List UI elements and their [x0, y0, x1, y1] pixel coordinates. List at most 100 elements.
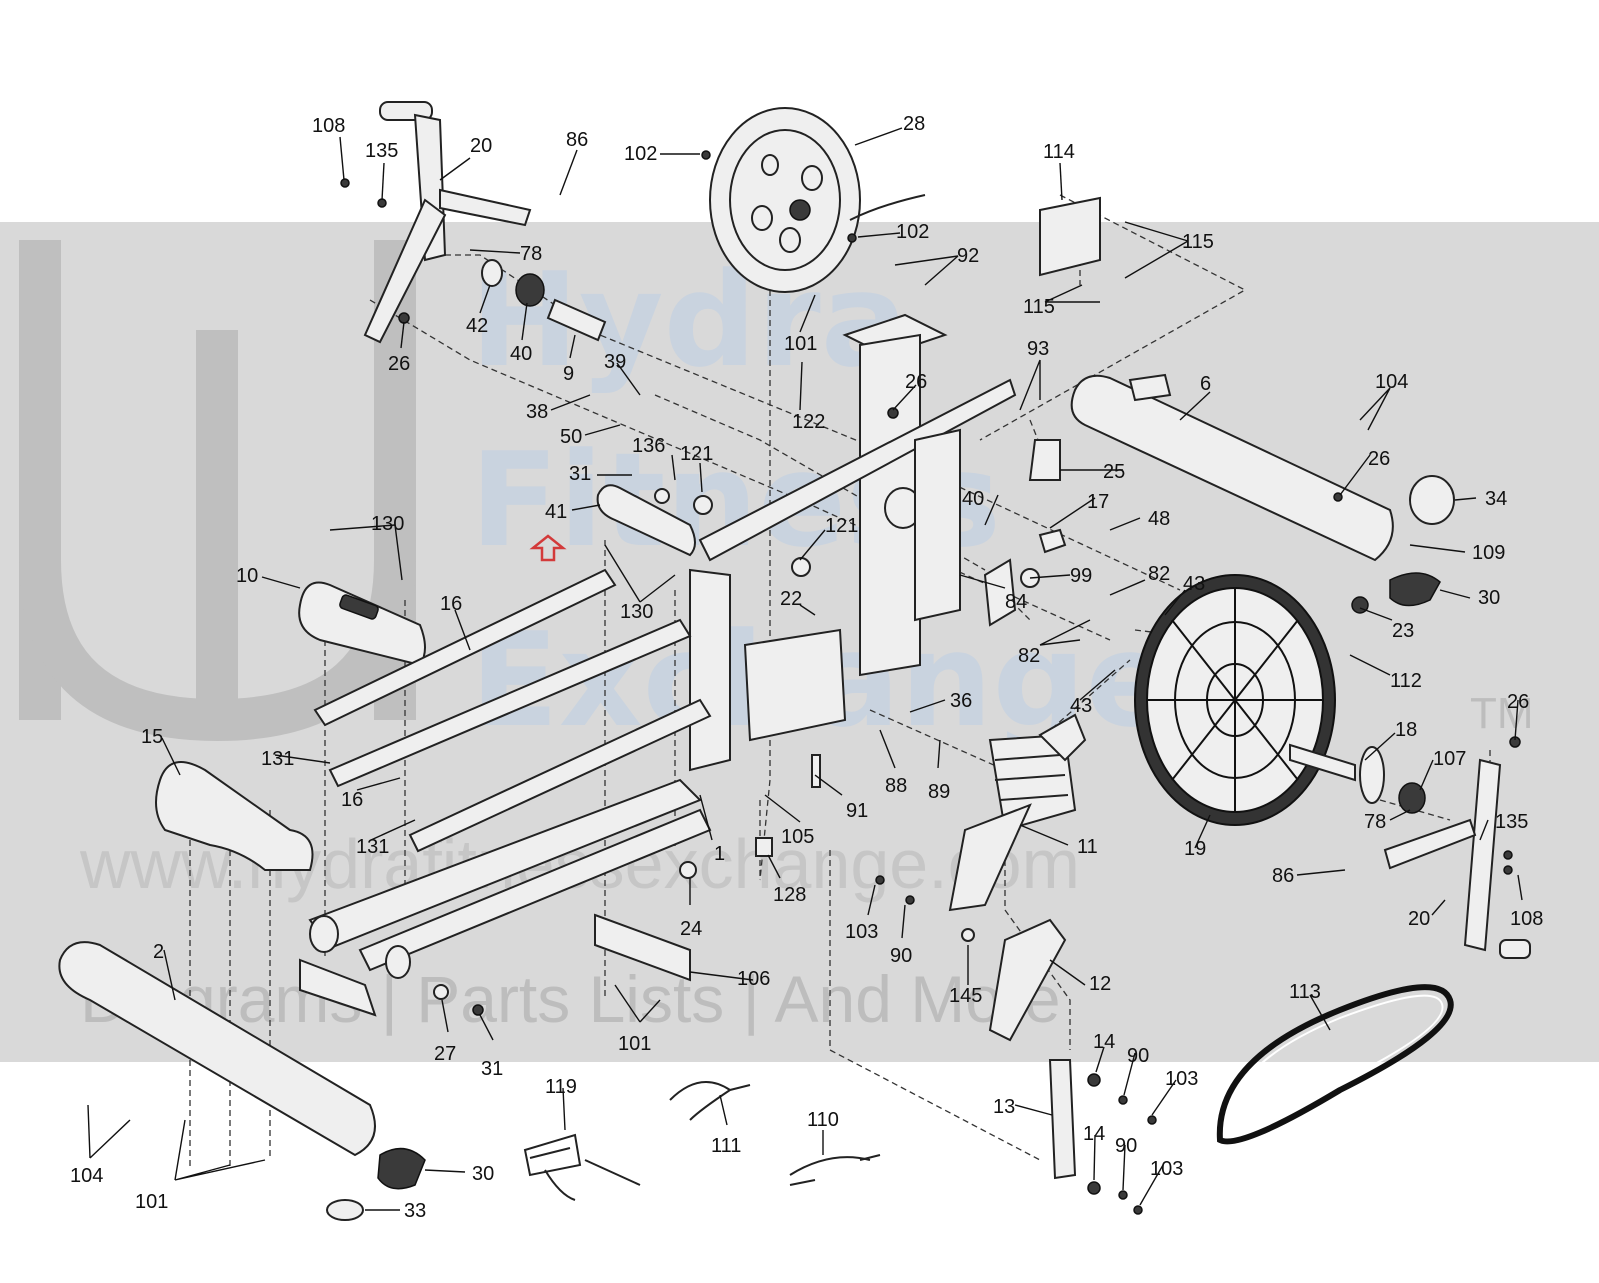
part-label: 88 — [885, 775, 907, 797]
part-9-axle — [546, 298, 607, 342]
part-18-axle — [1289, 743, 1356, 782]
part-label: 12 — [1089, 973, 1111, 995]
part-label: 24 — [680, 918, 702, 940]
part-label: 113 — [1289, 981, 1321, 1003]
part-label: 38 — [526, 401, 548, 423]
part-label: 119 — [545, 1076, 577, 1098]
part-label: 108 — [312, 115, 345, 137]
part-label: 102 — [624, 143, 657, 165]
part-19-drive-pulley — [1134, 574, 1336, 826]
part-label: 34 — [1485, 488, 1507, 510]
part-label: 102 — [896, 221, 929, 243]
part-label: 90 — [890, 945, 912, 967]
part-label: 131 — [261, 748, 294, 770]
part-20-left-crank — [363, 101, 532, 344]
part-label: 20 — [470, 135, 492, 157]
part-label: 26 — [1507, 691, 1529, 713]
part-label: 14 — [1083, 1123, 1105, 1145]
part-label: 30 — [1478, 587, 1500, 609]
part-label: 42 — [466, 315, 488, 337]
watermark-tagline: Diagrams | Parts Lists | And More — [80, 962, 1061, 1036]
part-label: 109 — [1472, 542, 1505, 564]
part-label: 39 — [604, 351, 626, 373]
part-label: 18 — [1395, 719, 1417, 741]
part-label: 1 — [714, 843, 725, 865]
part-34-idler — [1409, 475, 1455, 525]
part-label: 90 — [1115, 1135, 1137, 1157]
part-label: 25 — [1103, 461, 1125, 483]
part-label: 106 — [737, 968, 770, 990]
part-label: 26 — [905, 371, 927, 393]
part-label: 111 — [711, 1135, 741, 1157]
part-30-endcap-right — [1389, 572, 1441, 607]
part-label: 41 — [545, 501, 567, 523]
part-label: 16 — [341, 789, 363, 811]
part-10-display-window — [339, 594, 379, 620]
part-16-rail-lower — [328, 618, 692, 788]
part-label: 15 — [141, 726, 163, 748]
part-label: 103 — [1165, 1068, 1198, 1090]
part-label: 93 — [1027, 338, 1049, 360]
part-label: 27 — [434, 1043, 456, 1065]
part-label: 86 — [566, 129, 588, 151]
part-20-right-crank — [1383, 758, 1531, 959]
part-2-front-stabilizer — [58, 941, 376, 1157]
part-label: 33 — [404, 1200, 426, 1222]
part-label: 86 — [1272, 865, 1294, 887]
part-labels: 108 135 20 86 102 28 114 115 78 42 40 9 … — [70, 113, 1543, 1222]
part-label: 104 — [1375, 371, 1408, 393]
part-12-crank-arm — [988, 918, 1067, 1042]
part-label: 26 — [388, 353, 410, 375]
part-label: 13 — [993, 1096, 1015, 1118]
part-label: 6 — [1200, 373, 1211, 395]
part-label: 104 — [70, 1165, 103, 1187]
part-label: 9 — [563, 363, 574, 385]
part-label: 103 — [1150, 1158, 1183, 1180]
part-label: 89 — [928, 781, 950, 803]
part-label: 99 — [1070, 565, 1092, 587]
part-label: 19 — [1184, 838, 1206, 860]
part-41-cover — [596, 484, 696, 557]
part-label: 17 — [1087, 491, 1109, 513]
part-label: 50 — [560, 426, 582, 448]
part-label: 101 — [618, 1033, 651, 1055]
part-114-controller — [1039, 196, 1101, 277]
watermark-trademark: TM — [1470, 689, 1534, 738]
part-label: 11 — [1077, 836, 1098, 858]
part-label: 115 — [1182, 231, 1214, 253]
part-label: 30 — [472, 1163, 494, 1185]
part-18-flange — [1359, 746, 1385, 804]
part-28-flywheel — [709, 107, 926, 293]
part-label: 145 — [949, 985, 982, 1007]
part-106-bracket — [594, 913, 691, 982]
part-label: 135 — [365, 140, 398, 162]
part-label: 114 — [1043, 141, 1075, 163]
part-label: 36 — [950, 690, 972, 712]
part-label: 78 — [520, 243, 542, 265]
part-label: 107 — [1433, 748, 1466, 770]
part-label: 40 — [510, 343, 532, 365]
part-label: 112 — [1390, 670, 1422, 692]
part-13-pedal-arm — [1048, 1059, 1077, 1180]
part-107-bearing — [1398, 782, 1426, 814]
part-label: 128 — [773, 884, 806, 906]
part-label: 108 — [1510, 908, 1543, 930]
part-label: 115 — [1023, 296, 1055, 318]
part-label: 78 — [1364, 811, 1386, 833]
part-main-frame — [689, 378, 1017, 772]
part-label: 110 — [807, 1109, 839, 1131]
part-label: 43 — [1070, 695, 1092, 717]
up-arrow-icon — [529, 534, 567, 562]
part-label: 48 — [1148, 508, 1170, 530]
part-label: 101 — [784, 333, 817, 355]
part-label: 121 — [825, 515, 858, 537]
parts — [58, 101, 1531, 1221]
part-label: 82 — [1018, 645, 1040, 667]
part-label: 28 — [903, 113, 925, 135]
part-label: 101 — [135, 1191, 168, 1213]
part-16-rail-upper — [313, 568, 617, 727]
part-label: 26 — [1368, 448, 1390, 470]
part-15-handle — [155, 761, 314, 871]
part-113-belt-inner — [1226, 994, 1444, 1134]
